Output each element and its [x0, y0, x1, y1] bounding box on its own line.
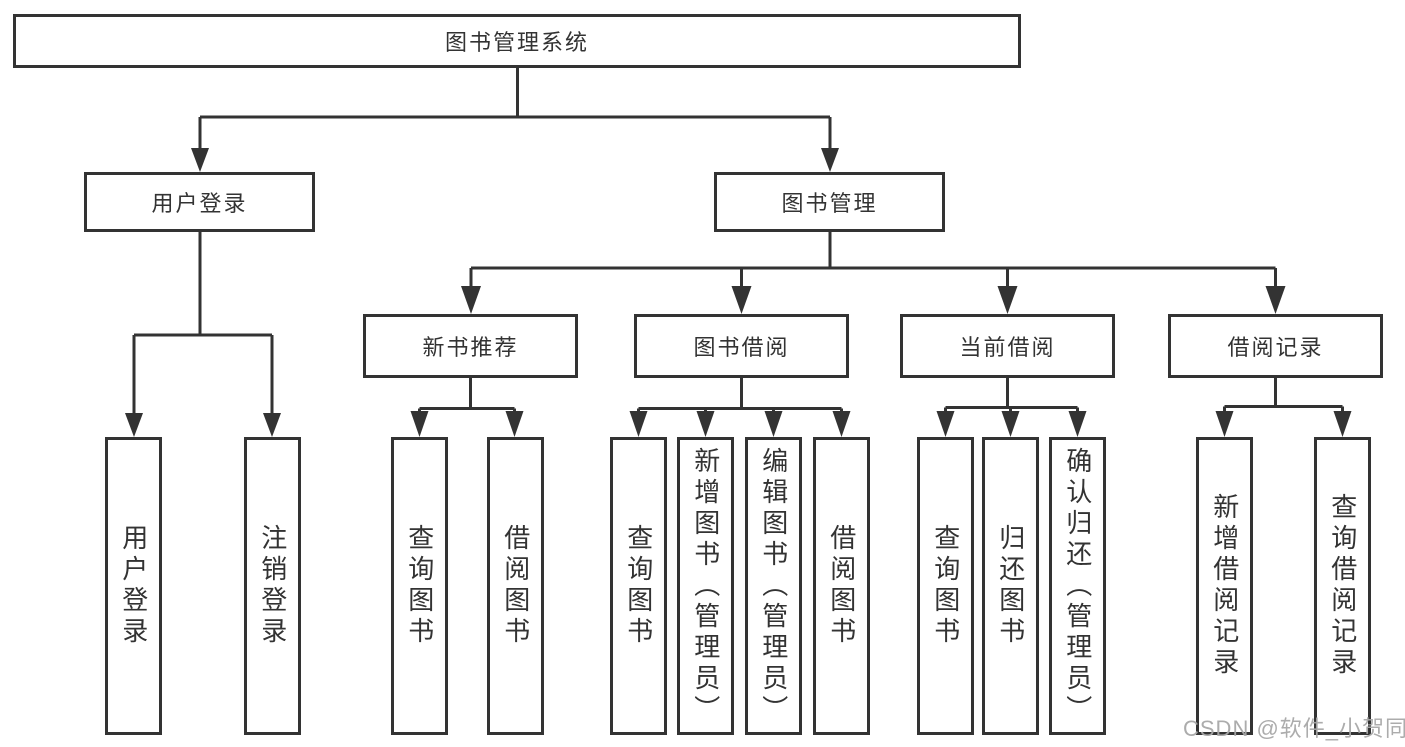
leaf-borrow-books-recommend-label: 借阅图书 — [500, 524, 531, 648]
node-root-label: 图书管理系统 — [444, 30, 589, 55]
node-user-login-label: 用户登录 — [151, 191, 248, 216]
leaf-logout-label: 注销登录 — [257, 524, 288, 648]
leaf-return-books-label: 归还图书 — [995, 524, 1026, 648]
node-new-book-recommend-label: 新书推荐 — [422, 335, 519, 360]
leaf-logout: 注销登录 — [244, 437, 301, 735]
leaf-query-books-borrow-label: 查询图书 — [623, 524, 654, 648]
leaf-add-borrow-record: 新增借阅记录 — [1196, 437, 1253, 735]
leaf-borrow-books-recommend: 借阅图书 — [487, 437, 544, 735]
leaf-edit-books-admin-label: 编辑图书（管理员） — [758, 446, 789, 726]
node-root-system: 图书管理系统 — [13, 14, 1021, 68]
leaf-add-borrow-record-label: 新增借阅记录 — [1209, 493, 1240, 679]
leaf-borrow-books-label: 借阅图书 — [826, 524, 857, 648]
node-user-login: 用户登录 — [84, 172, 315, 232]
leaf-edit-books-admin: 编辑图书（管理员） — [745, 437, 802, 735]
node-book-management: 图书管理 — [714, 172, 945, 232]
node-book-borrow: 图书借阅 — [634, 314, 849, 378]
leaf-query-books-recommend-label: 查询图书 — [404, 524, 435, 648]
leaf-add-books-admin: 新增图书（管理员） — [677, 437, 734, 735]
leaf-borrow-books: 借阅图书 — [813, 437, 870, 735]
leaf-user-login-label: 用户登录 — [118, 524, 149, 648]
node-borrow-records-label: 借阅记录 — [1227, 335, 1324, 360]
leaf-query-borrow-record: 查询借阅记录 — [1314, 437, 1371, 735]
leaf-query-books-current: 查询图书 — [917, 437, 974, 735]
node-book-borrow-label: 图书借阅 — [693, 335, 790, 360]
node-book-management-label: 图书管理 — [781, 191, 878, 216]
node-current-borrow: 当前借阅 — [900, 314, 1115, 378]
node-current-borrow-label: 当前借阅 — [959, 335, 1056, 360]
leaf-query-books-recommend: 查询图书 — [391, 437, 448, 735]
arrowhead-icons — [125, 148, 1352, 437]
node-borrow-records: 借阅记录 — [1168, 314, 1383, 378]
csdn-watermark: CSDN @软件_小贺同学 — [1183, 716, 1405, 741]
leaf-confirm-return-admin: 确认归还（管理员） — [1049, 437, 1106, 735]
leaf-query-books-borrow: 查询图书 — [610, 437, 667, 735]
leaf-return-books: 归还图书 — [982, 437, 1039, 735]
leaf-query-borrow-record-label: 查询借阅记录 — [1327, 493, 1358, 679]
leaf-add-books-admin-label: 新增图书（管理员） — [690, 446, 721, 726]
node-new-book-recommend: 新书推荐 — [363, 314, 578, 378]
leaf-user-login: 用户登录 — [105, 437, 162, 735]
leaf-query-books-current-label: 查询图书 — [930, 524, 961, 648]
leaf-confirm-return-admin-label: 确认归还（管理员） — [1062, 446, 1093, 726]
